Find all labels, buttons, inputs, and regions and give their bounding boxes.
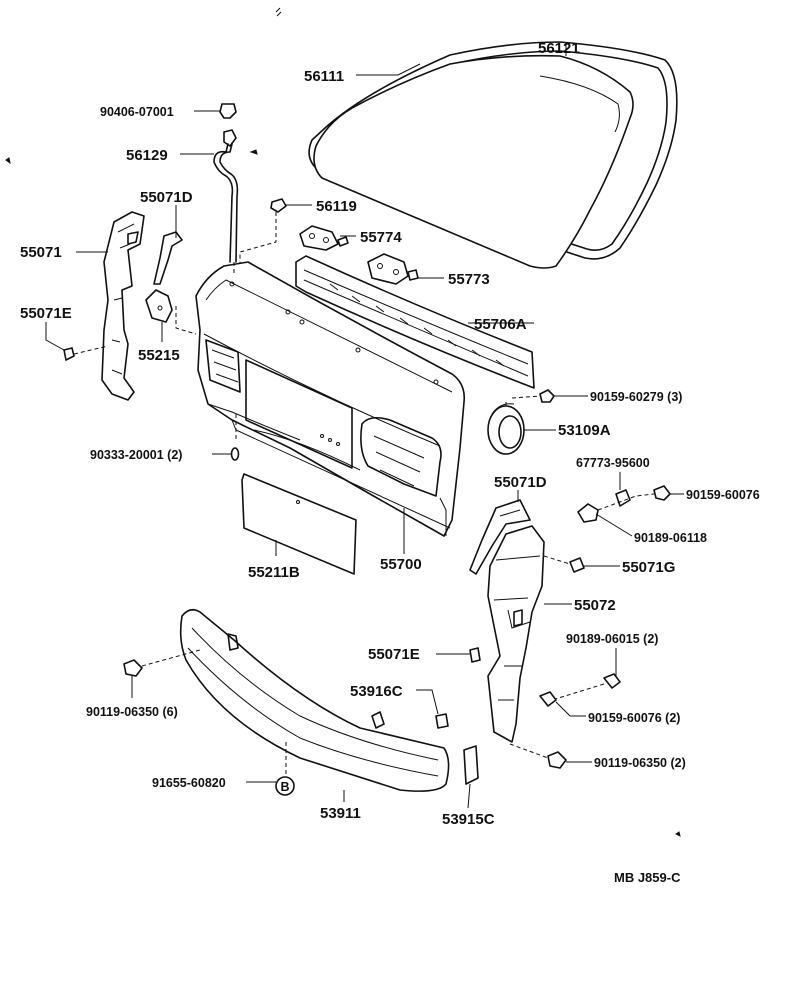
label-53916C: 53916C (350, 683, 403, 700)
clip-90189-06015 (551, 673, 621, 701)
stray-mark (5, 7, 282, 165)
label-67773-95600: 67773-95600 (576, 456, 650, 470)
label-90189-06118: 90189-06118 (634, 531, 707, 545)
bracket-55774 (299, 225, 349, 251)
plug-91655 (275, 776, 295, 796)
part-labels: 56121 56111 90406-07001 56129 55071D 561… (20, 40, 760, 885)
clip-67773 (615, 489, 631, 507)
label-91655-60820: 91655-60820 (152, 776, 226, 790)
label-55071E-left: 55071E (20, 305, 72, 322)
diagram-reference-code: MB J859-C (614, 870, 681, 885)
clip-90189-06118 (577, 493, 655, 523)
bracket-55773 (367, 253, 419, 285)
label-55071D-left: 55071D (140, 189, 193, 206)
label-55071E-right: 55071E (368, 646, 420, 663)
plug-53915C (463, 745, 479, 785)
left-strip-55071D (153, 231, 183, 285)
label-53911: 53911 (320, 805, 361, 822)
hood-support-rod (213, 129, 239, 263)
label-55071: 55071 (20, 244, 62, 261)
label-90159-60076-bottom: 90159-60076 (2) (588, 711, 680, 725)
label-55774: 55774 (360, 229, 402, 246)
clip-56119 (239, 198, 287, 270)
plate-55211B (241, 473, 357, 575)
label-53915C: 53915C (442, 811, 495, 828)
bolt-90119-06350-right (509, 743, 567, 769)
front-bumper-53911 (179, 608, 450, 792)
label-56121: 56121 (538, 40, 580, 57)
left-side-bracket-55071 (101, 211, 145, 401)
cowl-ventilator-panel (295, 255, 535, 389)
label-90119-06350-left: 90119-06350 (6) (86, 705, 178, 719)
label-56111: 56111 (304, 68, 344, 85)
bolt-90159-60279 (539, 389, 555, 403)
grommet-53109A (487, 403, 525, 455)
label-90406-07001: 90406-07001 (100, 105, 174, 119)
label-55071G: 55071G (622, 559, 675, 576)
clip-90406 (219, 103, 237, 119)
label-56119: 56119 (316, 198, 357, 215)
label-leader-lines (45, 42, 684, 809)
label-55071D-right: 55071D (494, 474, 547, 491)
label-55215: 55215 (138, 347, 180, 364)
label-55700: 55700 (380, 556, 422, 573)
bolt-90159-60076-bottom (539, 691, 557, 707)
label-55773: 55773 (448, 271, 490, 288)
label-circle-b: B (281, 780, 290, 794)
label-55211B: 55211B (248, 564, 300, 581)
label-90333-20001: 90333-20001 (2) (90, 448, 182, 462)
right-strip-55071D (469, 499, 531, 575)
clip-53916C (435, 713, 449, 729)
label-53109A: 53109A (558, 422, 611, 439)
bracket-55215 (145, 289, 173, 323)
label-90159-60076-top: 90159-60076 (686, 488, 760, 502)
grommet-90333 (230, 447, 240, 461)
clip-55071G (543, 555, 585, 573)
windshield-glass (313, 54, 634, 269)
label-90119-06350-right: 90119-06350 (2) (594, 756, 686, 770)
left-clip-55071E (63, 345, 109, 361)
label-56129: 56129 (126, 147, 168, 164)
bolt-90159-60076-top (653, 485, 671, 501)
label-90189-06015: 90189-06015 (2) (566, 632, 658, 646)
front-body-panel (195, 261, 466, 537)
label-55072: 55072 (574, 597, 616, 614)
stray-mark-bottom (675, 831, 681, 837)
bolt-90119-06350-left (123, 649, 201, 677)
clip-55071E-right (469, 647, 481, 663)
label-55706A: 55706A (474, 316, 527, 333)
right-side-bracket-55072 (487, 525, 545, 743)
label-90159-60279: 90159-60279 (3) (590, 390, 682, 404)
